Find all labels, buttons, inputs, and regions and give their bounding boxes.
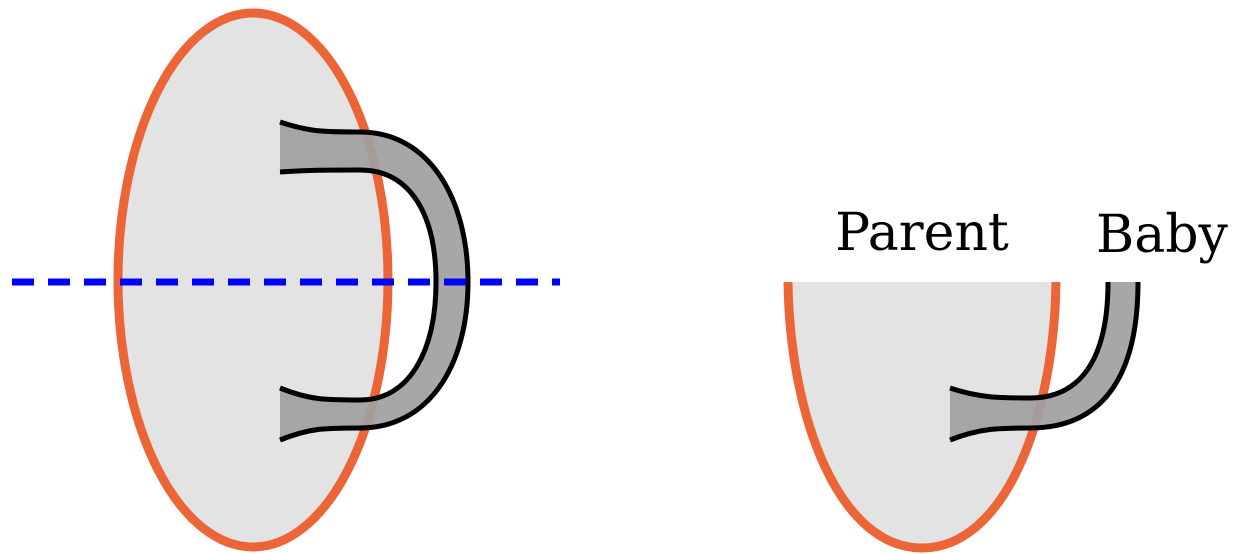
handle-outer-edge bbox=[279, 119, 471, 443]
baby-handle-inner-edge bbox=[949, 281, 1111, 401]
parent-label: Parent bbox=[835, 203, 1009, 263]
parent-half-disk bbox=[788, 282, 1056, 548]
half-surface-group: Parent Baby bbox=[783, 203, 1229, 553]
baby-handle-band bbox=[950, 282, 1138, 440]
handle-inner-edge bbox=[279, 167, 439, 403]
full-surface-group bbox=[12, 8, 560, 552]
baby-handle-outer-edge bbox=[949, 281, 1141, 443]
baby-label: Baby bbox=[1096, 205, 1229, 265]
